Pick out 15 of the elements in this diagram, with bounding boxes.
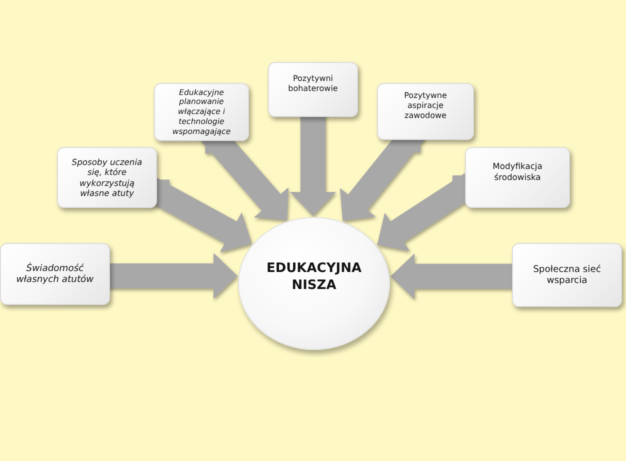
rounded-box — [268, 62, 358, 117]
rounded-box — [377, 83, 474, 140]
rounded-box — [465, 147, 570, 208]
rounded-box — [57, 147, 157, 208]
box-label: Świadomość własnych atutów — [15, 262, 95, 286]
circle-label: EDUKACYJNA NISZA — [265, 261, 363, 294]
box-label: Pozytywni bohaterowie — [287, 74, 339, 94]
box-label: Sposoby uczenia się, które wykorzystują własne atuty — [70, 156, 144, 198]
rounded-box — [512, 243, 622, 307]
box-label: Pozytywne aspiracje zawodowe — [403, 90, 448, 120]
rounded-box — [0, 243, 110, 305]
center-circle — [238, 217, 390, 350]
rounded-box — [154, 83, 249, 141]
box-label: Modyfikacja środowiska — [492, 161, 544, 182]
box-label: Społeczna sieć wsparcia — [532, 264, 602, 286]
